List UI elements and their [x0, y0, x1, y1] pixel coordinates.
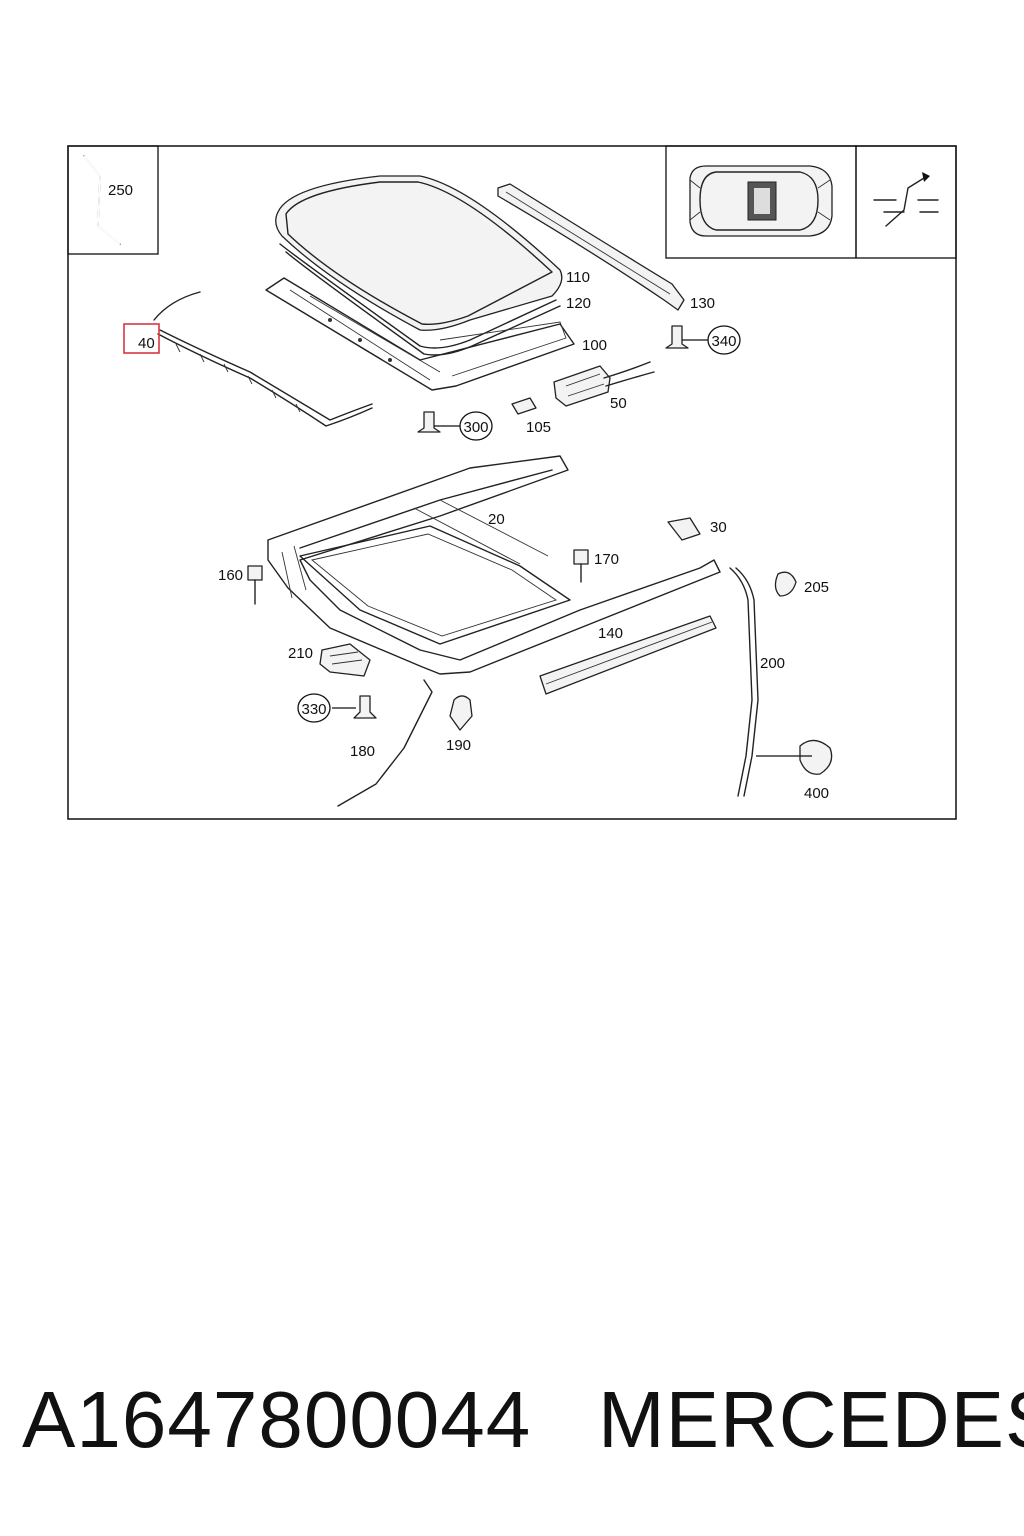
circled-callout-340[interactable]: 340	[707, 325, 741, 355]
parts-diagram: 250	[67, 145, 957, 820]
inset-250: 250	[67, 145, 159, 255]
part-105-clip	[511, 397, 537, 415]
part-130-rail	[497, 183, 685, 311]
inset-car-top-view	[665, 145, 857, 259]
svg-text:40: 40	[138, 335, 155, 352]
part-30-bracket	[667, 517, 701, 541]
callout-180[interactable]: 180	[350, 743, 375, 760]
callout-160[interactable]: 160	[218, 567, 243, 584]
callout-120[interactable]: 120	[566, 295, 591, 312]
callout-20[interactable]: 20	[488, 511, 505, 528]
svg-text:300: 300	[463, 419, 488, 436]
svg-text:340: 340	[711, 333, 736, 350]
part-200-drain-hose	[729, 567, 759, 797]
svg-text:330: 330	[301, 701, 326, 718]
part-400-grommet	[799, 739, 833, 775]
bolt-170	[573, 549, 589, 583]
part-40-wind-deflector	[153, 291, 373, 427]
part-50-motor	[553, 361, 655, 407]
callout-210[interactable]: 210	[288, 645, 313, 662]
callout-105[interactable]: 105	[526, 419, 551, 436]
bolt-160	[247, 565, 263, 605]
screw-340	[665, 325, 708, 349]
part-180-hose	[337, 679, 433, 807]
circled-callout-330[interactable]: 330	[297, 693, 331, 723]
highlighted-callout-40[interactable]: 40	[123, 323, 160, 354]
part-20-main-frame	[267, 455, 721, 675]
callout-50[interactable]: 50	[610, 395, 627, 412]
callout-190[interactable]: 190	[446, 737, 471, 754]
callout-30[interactable]: 30	[710, 519, 727, 536]
screw-300	[417, 411, 462, 433]
diagram-frame	[67, 145, 957, 820]
part-190-clip	[449, 695, 473, 731]
callouts: 110 120 100 130 50 105 20 30 160 170 205…	[218, 269, 829, 802]
callout-170[interactable]: 170	[594, 551, 619, 568]
callout-130[interactable]: 130	[690, 295, 715, 312]
brand-name: MERCEDES	[598, 1375, 1024, 1464]
callout-100[interactable]: 100	[582, 337, 607, 354]
footer: A1647800044 MERCEDES	[0, 1370, 1024, 1470]
callout-250[interactable]: 250	[108, 182, 133, 199]
callout-200[interactable]: 200	[760, 655, 785, 672]
callout-400[interactable]: 400	[804, 785, 829, 802]
sunshade-frame	[265, 277, 575, 391]
callout-205[interactable]: 205	[804, 579, 829, 596]
glass-panel	[275, 175, 563, 356]
inset-symbol	[855, 145, 957, 259]
part-205-clip	[774, 571, 797, 597]
screw-330	[332, 695, 377, 719]
part-140-guide	[539, 615, 717, 695]
part-number: A1647800044	[22, 1375, 532, 1464]
callout-110[interactable]: 110	[566, 269, 590, 286]
callout-140[interactable]: 140	[598, 625, 623, 642]
part-210-motor	[319, 643, 371, 677]
circled-callout-300[interactable]: 300	[459, 411, 493, 441]
